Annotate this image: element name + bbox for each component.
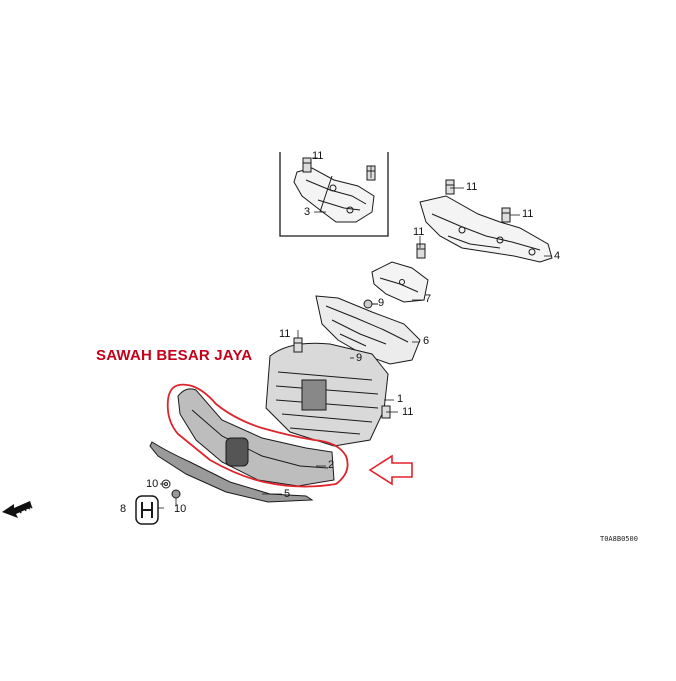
callout-11-f: 11 xyxy=(402,406,414,418)
callout-7: 7 xyxy=(425,293,432,305)
diagram-code: T0A8B0500 xyxy=(600,535,638,543)
callout-9-a: 9 xyxy=(378,297,385,309)
callout-1: 1 xyxy=(397,393,404,405)
upper-support-4 xyxy=(419,195,553,263)
callout-11-b: 11 xyxy=(466,181,478,193)
clip-11-d xyxy=(501,207,511,223)
callout-6: 6 xyxy=(423,335,430,347)
callout-5: 5 xyxy=(284,488,291,500)
callout-2: 2 xyxy=(328,459,335,471)
callout-11-a: 11 xyxy=(312,150,324,162)
callout-4: 4 xyxy=(554,250,561,262)
bracket-3 xyxy=(293,167,375,223)
front-arrow-icon xyxy=(2,501,32,518)
clip-11-c xyxy=(445,179,455,195)
clip-11-e xyxy=(416,243,426,259)
emblem-8 xyxy=(135,495,159,525)
callout-8: 8 xyxy=(120,503,127,515)
callout-10-a: 10 xyxy=(146,478,159,490)
callout-11-c: 11 xyxy=(522,208,534,220)
molding-5 xyxy=(149,441,314,503)
callout-11-e: 11 xyxy=(279,328,291,340)
emblem-housing xyxy=(225,437,249,467)
leader-lines xyxy=(158,157,552,509)
bracket-7 xyxy=(371,261,429,303)
highlight-loop xyxy=(166,383,349,488)
callout-9-b: 9 xyxy=(356,352,363,364)
callout-11-d: 11 xyxy=(413,226,425,238)
grille-1 xyxy=(265,342,389,447)
callout-3: 3 xyxy=(304,206,311,218)
clip-11-a xyxy=(302,157,312,173)
callout-10-b: 10 xyxy=(174,503,187,515)
inset-frame xyxy=(279,152,389,237)
seller-watermark: SAWAH BESAR JAYA xyxy=(96,347,253,364)
grille-cover-6 xyxy=(315,295,421,365)
highlight-arrow xyxy=(368,454,413,486)
garnish-2 xyxy=(177,388,335,487)
clip-11-f xyxy=(293,337,303,353)
nut-10-b xyxy=(171,489,181,499)
